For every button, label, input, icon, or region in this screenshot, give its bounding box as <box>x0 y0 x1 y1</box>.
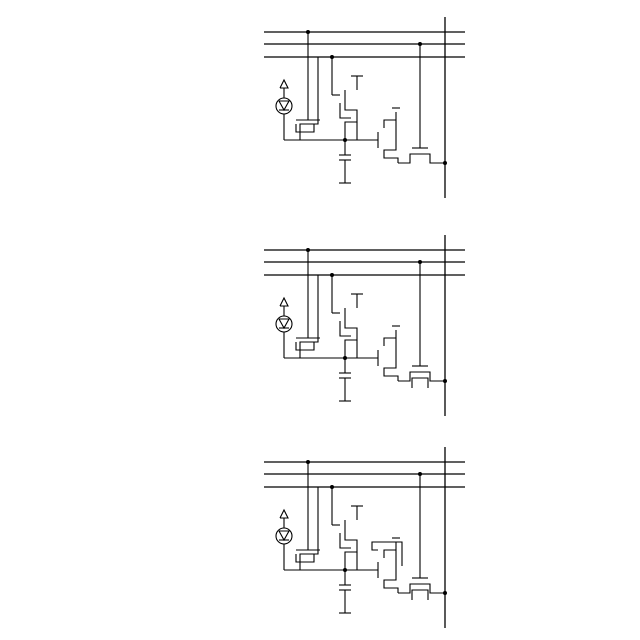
junction-dot <box>443 379 447 383</box>
m5-bracket <box>296 342 314 350</box>
m5-bracket <box>296 554 314 562</box>
junction-dot <box>306 460 310 464</box>
m8-channel <box>398 154 445 163</box>
circuit-panel-c <box>264 447 465 628</box>
junction-dot <box>330 273 334 277</box>
m6-channel <box>345 308 357 358</box>
m7-channel <box>384 542 398 593</box>
circuit-panel-b <box>264 235 465 416</box>
m8-channel <box>398 584 445 593</box>
photodiode-triangle <box>279 531 289 540</box>
m7-backgate <box>372 542 402 566</box>
m5-channel <box>284 57 318 140</box>
photodiode-triangle <box>279 319 289 328</box>
m8-channel <box>398 372 445 381</box>
m5-bracket <box>296 124 314 132</box>
junction-dot <box>330 55 334 59</box>
junction-dot <box>418 472 422 476</box>
junction-dot <box>443 161 447 165</box>
m8-backgate <box>412 590 428 600</box>
junction-dot <box>418 260 422 264</box>
photodiode-triangle <box>279 101 289 110</box>
cl-arrow <box>280 80 288 88</box>
junction-dot <box>330 485 334 489</box>
m6-channel <box>345 520 357 570</box>
m8-backgate <box>412 378 428 388</box>
m7-channel <box>384 330 398 381</box>
photodiode-icon <box>276 98 292 114</box>
photodiode-icon <box>276 528 292 544</box>
m5-channel <box>284 275 318 358</box>
cl-arrow <box>280 510 288 518</box>
junction-dot <box>306 30 310 34</box>
m6-channel <box>345 90 357 140</box>
junction-dot <box>306 248 310 252</box>
circuit-panel-a <box>264 17 465 198</box>
m7-channel <box>384 112 398 163</box>
junction-dot <box>443 591 447 595</box>
photodiode-icon <box>276 316 292 332</box>
m5-channel <box>284 487 318 570</box>
junction-dot <box>418 42 422 46</box>
cl-arrow <box>280 298 288 306</box>
